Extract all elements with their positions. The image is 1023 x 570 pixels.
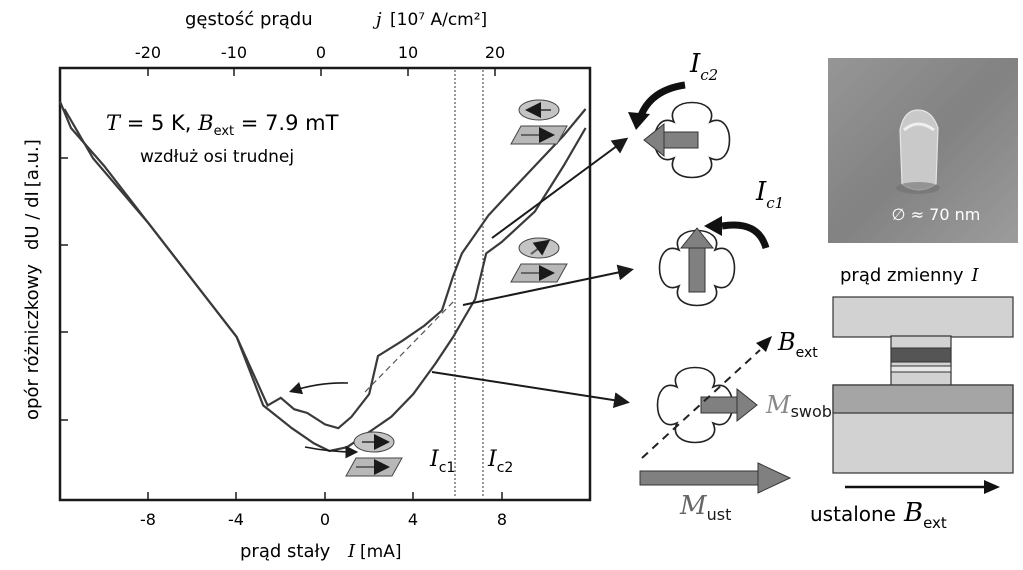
top-tick-label: 10: [398, 43, 418, 62]
direction-annotation: wzdłuż osi trudnej: [140, 147, 294, 167]
pointer-arrow-mid: [462, 264, 634, 306]
bottom-axis-symbol: I: [347, 541, 356, 562]
bext-arrowhead: [756, 336, 772, 352]
sweep-arrow-right: [304, 445, 359, 459]
clover-top: [643, 101, 731, 179]
bext-dashed-line: [641, 349, 761, 459]
bottom-tick-label: -8: [140, 510, 156, 529]
data-series-line: [63, 108, 587, 453]
must-label: Must: [679, 491, 731, 524]
mswob-label: Mswob: [765, 391, 832, 421]
curl-arrowhead-ic1: [704, 216, 722, 236]
data-series-line: [58, 100, 587, 430]
bext-diagram-label: Bext: [777, 328, 818, 361]
ic2-label: Ic2: [487, 447, 513, 476]
bottom-tick-label: 8: [497, 510, 507, 529]
top-tick-label: -10: [221, 43, 247, 62]
bottom-tick-label: 4: [408, 510, 418, 529]
curl-arrow-ic1: [721, 221, 770, 250]
sem-caption: ∅ ≈ 70 nm: [892, 205, 981, 224]
top-axis-title: gęstość prądu: [185, 9, 313, 30]
bottom-axis: -8 -4 0 4 8 prąd stały I [mA]: [140, 492, 507, 562]
layer-icon-parallel: [345, 431, 403, 477]
top-tick-label: 0: [316, 43, 326, 62]
layer-icon-tilted: [510, 237, 568, 283]
bottom-tick-label: -4: [228, 510, 244, 529]
sweep-arrow-left: [288, 381, 349, 395]
ic2-diagram-label: Ic2: [689, 49, 718, 84]
clover-low: [656, 366, 758, 444]
condition-annotation: T = 5 K, Bext = 7.9 mT: [106, 111, 339, 139]
must-arrow-body: [639, 470, 761, 486]
top-tick-label: 20: [485, 43, 505, 62]
clover-mid: [658, 227, 736, 307]
layer-icon-antiparallel: [510, 99, 568, 145]
sem-image: ∅ ≈ 70 nm: [828, 58, 1018, 243]
y-axis-title: opór różniczkowydU / dI[a.u.]: [22, 139, 43, 420]
dashed-guide-line: [364, 299, 456, 393]
bottom-axis-unit: [mA]: [360, 542, 401, 562]
curl-arrowhead-ic2: [628, 112, 650, 130]
top-axis: -20 -10 0 10 20 gęstość prądu j [10⁷ A/c…: [135, 9, 505, 76]
ic1-diagram-label: Ic1: [755, 177, 784, 212]
top-axis-unit: [10⁷ A/cm²]: [390, 10, 487, 30]
pointer-arrow-low: [431, 371, 630, 409]
left-axis: opór różniczkowydU / dI[a.u.]: [22, 139, 68, 421]
pointer-arrow-top: [491, 137, 629, 239]
must-arrow-head: [757, 462, 792, 494]
bottom-axis-title: prąd stały: [240, 541, 331, 562]
top-axis-symbol: j: [372, 9, 382, 30]
top-tick-label: -20: [135, 43, 161, 62]
ic1-label: Ic1: [429, 447, 455, 476]
bottom-tick-label: 0: [320, 510, 330, 529]
